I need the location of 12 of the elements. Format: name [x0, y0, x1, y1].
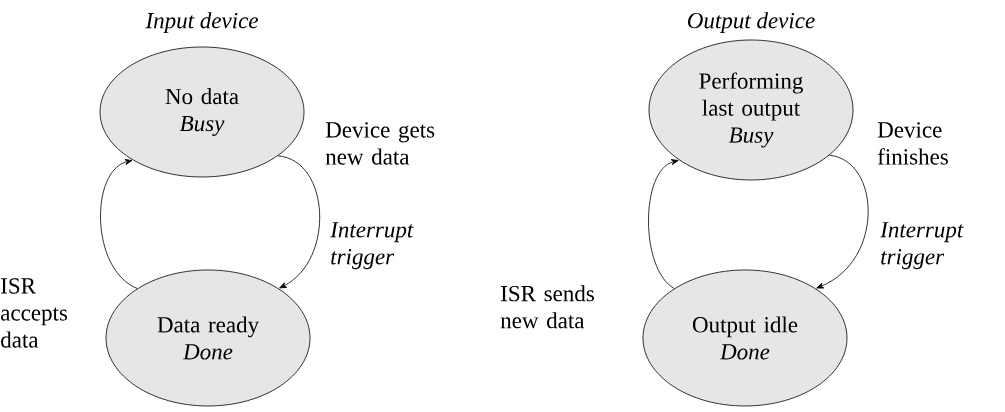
arrow	[100, 159, 138, 289]
heading: Input device	[145, 12, 258, 34]
arrow	[648, 159, 679, 289]
arrow	[816, 154, 869, 289]
heading: Output device	[688, 12, 815, 34]
note-text: Interrupt trigger	[330, 222, 414, 270]
edge-label: Device finishes	[877, 122, 948, 165]
edge-label: Device gets new data	[325, 122, 435, 165]
note-text: Interrupt trigger	[880, 222, 964, 270]
edge-label: ISR accepts data	[1, 278, 68, 348]
edge-label: ISR sends new data	[500, 285, 594, 329]
arrow	[277, 155, 320, 289]
